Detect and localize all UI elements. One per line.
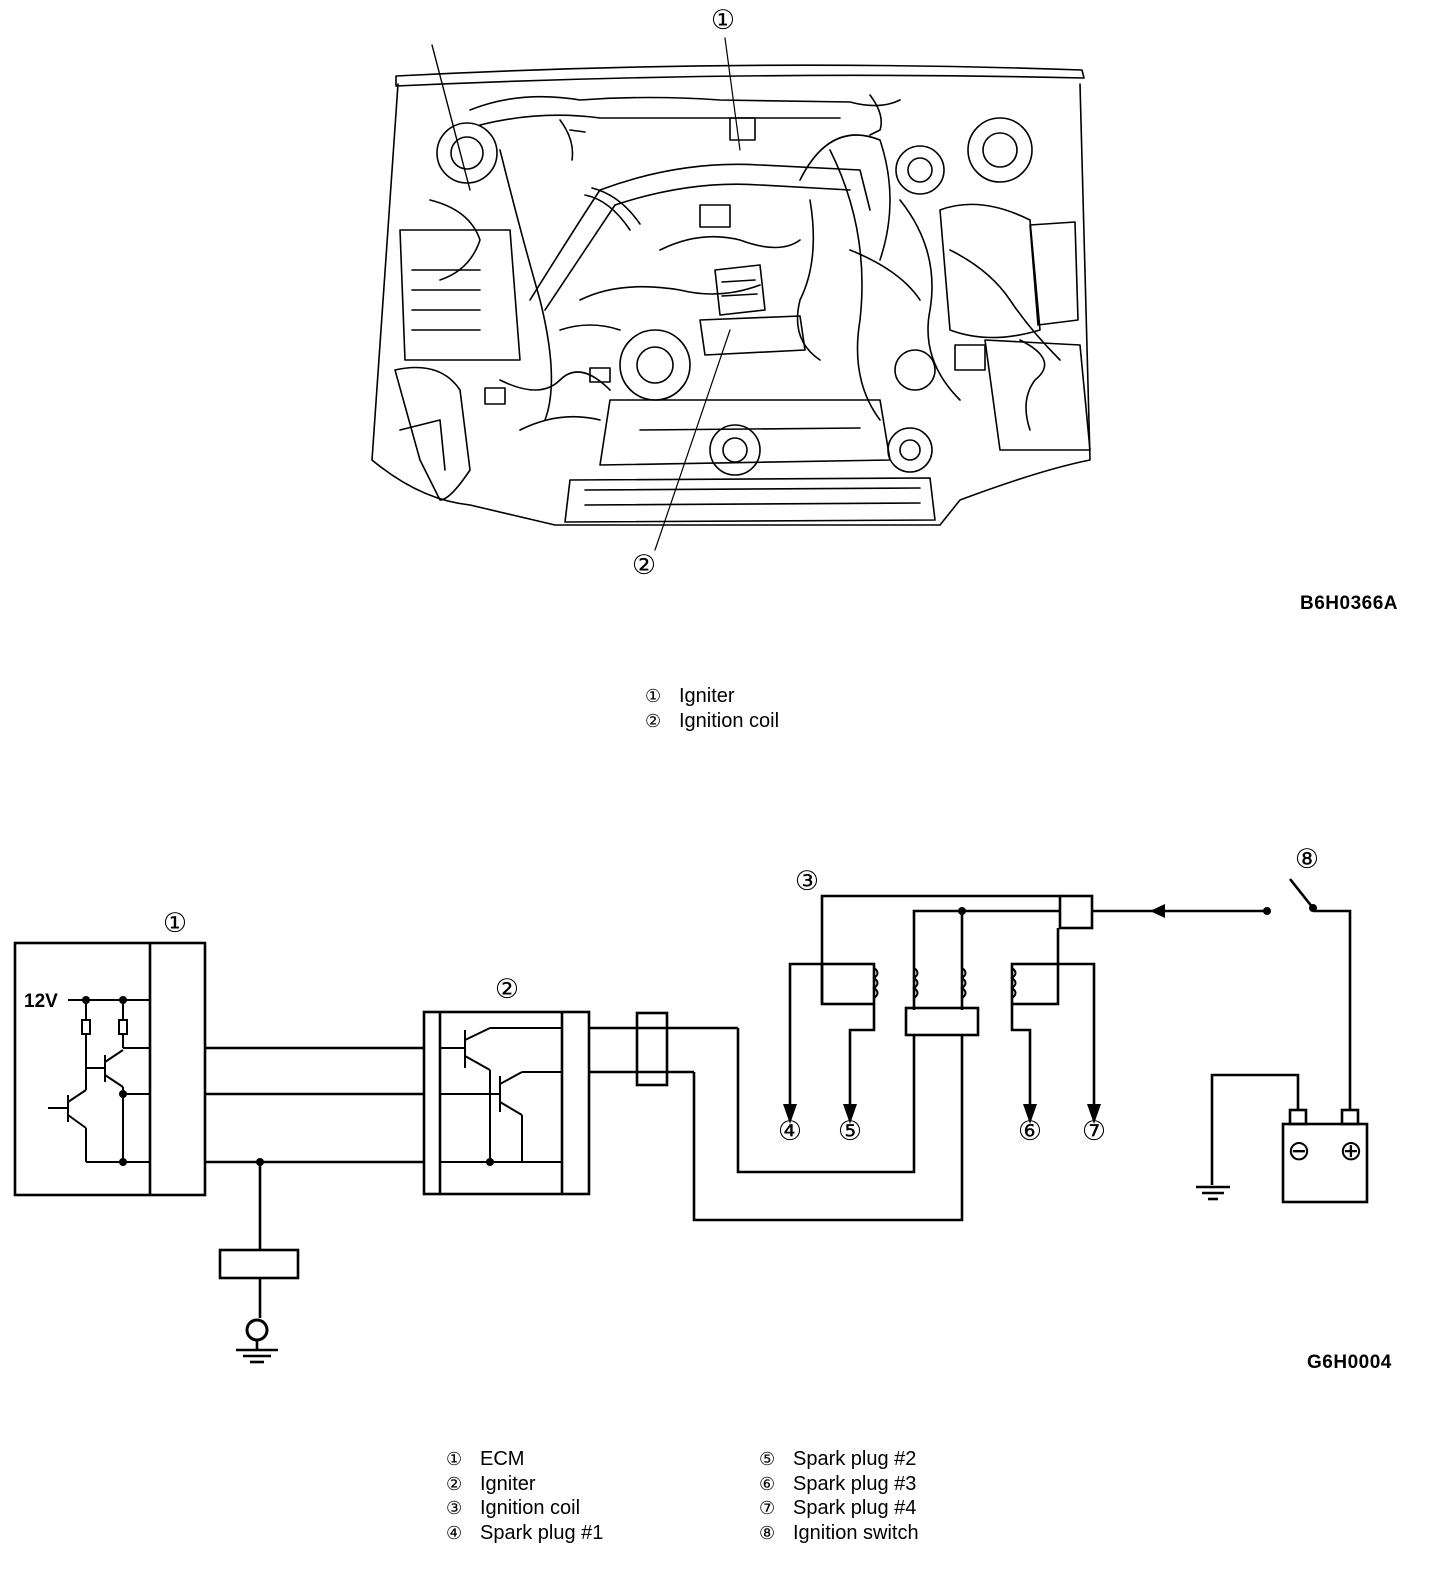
figure2-legend-left: ① ECM ② Igniter ③ Ignition coil ④ Spark plug…	[446, 1447, 603, 1545]
legend-item: ① ECM	[446, 1447, 603, 1472]
ignition-schematic	[13, 878, 1369, 1364]
legend-label: Ignition coil	[480, 1497, 581, 1519]
legend-item: ⑥ Spark plug #3	[759, 1472, 919, 1497]
connector-block	[635, 1011, 669, 1087]
figure1-code: B6H0366A	[1300, 593, 1398, 614]
legend-num: ①	[446, 1449, 463, 1469]
legend-item: ⑦ Spark plug #4	[759, 1496, 919, 1521]
callout-2-ignition-coil: ②	[632, 550, 656, 581]
legend-num: ④	[446, 1522, 463, 1543]
battery-negative-symbol: ⊖	[1287, 1134, 1310, 1167]
voltage-label: 12V	[24, 991, 58, 1012]
legend-item: ② Ignition coil	[645, 709, 779, 734]
legend-item: ④ Spark plug #1	[446, 1521, 603, 1546]
legend-label: Igniter	[679, 685, 735, 707]
callout-4-spark-plug-1: ④	[778, 1116, 802, 1147]
callout-8-ignition-switch: ⑧	[1295, 844, 1319, 875]
legend-num: ③	[446, 1498, 463, 1518]
battery-block	[1281, 1122, 1369, 1204]
legend-label: ECM	[480, 1448, 525, 1470]
legend-item: ⑧ Ignition switch	[759, 1521, 919, 1546]
callout-3-ignition-coil: ③	[795, 866, 819, 897]
legend-label: Spark plug #2	[793, 1448, 917, 1470]
legend-num: ②	[446, 1473, 463, 1494]
legend-item: ⑤ Spark plug #2	[759, 1447, 919, 1472]
legend-num: ⑦	[759, 1498, 776, 1518]
figure2-legend-right: ⑤ Spark plug #2 ⑥ Spark plug #3 ⑦ Spark plu…	[759, 1447, 919, 1545]
legend-num: ⑥	[759, 1473, 776, 1494]
callout-6-spark-plug-3: ⑥	[1018, 1116, 1042, 1147]
legend-label: Ignition switch	[793, 1521, 919, 1544]
legend-item: ① Igniter	[645, 684, 779, 709]
callout-7-spark-plug-4: ⑦	[1082, 1116, 1106, 1147]
legend-label: Ignition coil	[679, 709, 780, 732]
ground-resistor-block	[218, 1248, 300, 1280]
battery-positive-symbol: ⊕	[1339, 1134, 1362, 1167]
legend-num: ②	[645, 710, 662, 731]
figure1-legend: ① Igniter ② Ignition coil	[645, 684, 779, 733]
legend-num: ①	[645, 686, 662, 706]
callout-1-igniter: ①	[711, 5, 735, 36]
legend-label: Spark plug #3	[793, 1472, 917, 1495]
legend-label: Spark plug #4	[793, 1497, 917, 1519]
legend-num: ⑧	[759, 1522, 776, 1543]
legend-label: Igniter	[480, 1472, 536, 1495]
legend-item: ② Igniter	[446, 1472, 603, 1497]
igniter-block	[422, 1010, 591, 1196]
figure2-code: G6H0004	[1307, 1352, 1392, 1373]
legend-item: ③ Ignition coil	[446, 1496, 603, 1521]
callout-2-igniter: ②	[495, 974, 519, 1005]
legend-label: Spark plug #1	[480, 1521, 604, 1544]
callout-1-ecm: ①	[163, 908, 187, 939]
callout-5-spark-plug-2: ⑤	[838, 1116, 862, 1147]
ecm-block	[13, 941, 207, 1197]
legend-num: ⑤	[759, 1449, 776, 1469]
